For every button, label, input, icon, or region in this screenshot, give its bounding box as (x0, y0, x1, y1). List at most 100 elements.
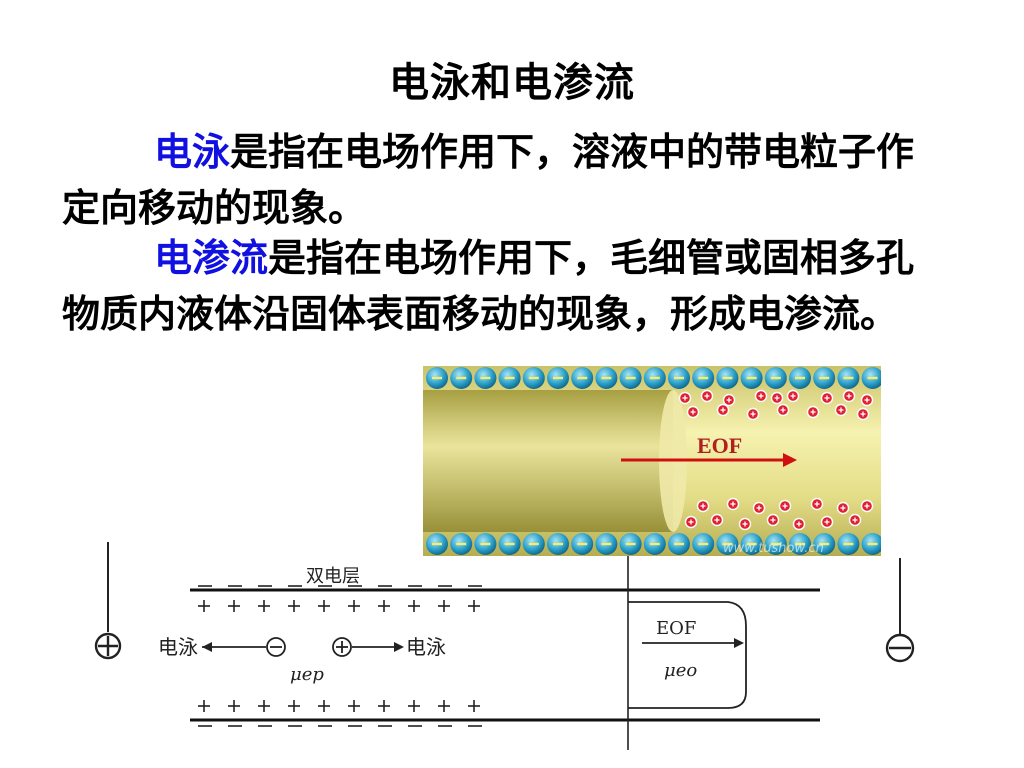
plus-charge (288, 700, 300, 712)
wall-charge-bead (547, 367, 569, 389)
plus-charge (318, 600, 330, 612)
plus-charge (378, 600, 390, 612)
wall-charge-bead (450, 367, 473, 389)
wall-charge-bead (547, 533, 569, 555)
wall-charge-bead (789, 367, 811, 389)
plus-charge (408, 700, 420, 712)
cation-dot (834, 403, 848, 417)
wall-charge-bead (619, 367, 642, 389)
cation-dot (686, 405, 700, 419)
term-electrophoresis: 电泳 (154, 130, 231, 174)
cation-dot (820, 515, 834, 529)
paragraph-electrophoresis: 电泳是指在电场作用下，溶液中的带电粒子作定向移动的现象。 (62, 124, 942, 236)
wall-charge-bead (716, 533, 739, 555)
watermark: www.tushow.cn (723, 541, 824, 556)
cation-icon (332, 637, 352, 657)
plus-charge (258, 600, 270, 612)
mu-ep-label: μep (290, 664, 324, 685)
page-title: 电泳和电渗流 (389, 60, 635, 106)
wall-charge-bead (692, 367, 715, 389)
wall-charge-bead (789, 533, 811, 555)
plus-charge (228, 600, 240, 612)
plus-charge (378, 700, 390, 712)
wall-charge-bead (522, 367, 545, 389)
right-electrophoresis-label: 电泳 (406, 635, 446, 659)
wall-charge-bead (498, 533, 521, 555)
wall-charge-bead (498, 367, 521, 389)
cation-dot (754, 389, 768, 403)
cation-dot (770, 391, 784, 405)
cation-dot (700, 389, 714, 403)
left-electrophoresis-label: 电泳 (158, 635, 198, 659)
cation-dot (696, 499, 710, 513)
plus-charge (318, 700, 330, 712)
plus-charge (348, 700, 360, 712)
wall-charge-bead (740, 367, 763, 389)
plus-charge (468, 700, 480, 712)
cations (678, 389, 874, 531)
capillary-tube-figure: EOF www.tushow.cn (423, 366, 881, 556)
wall-charge-bead (643, 533, 666, 555)
wall-charge-bead (813, 533, 836, 555)
plus-charge (228, 700, 240, 712)
wall-charge-bead (837, 367, 860, 389)
plus-charge (438, 600, 450, 612)
plus-charge (468, 600, 480, 612)
term-electroosmotic-flow: 电渗流 (154, 236, 269, 280)
plus-circle-icon (94, 632, 122, 660)
cation-dot (860, 499, 874, 513)
wall-charge-bead (619, 533, 642, 555)
cation-dot (722, 393, 736, 407)
wall-charge-bead (643, 367, 666, 389)
wall-charge-bead (716, 367, 739, 389)
wall-charge-bead (450, 533, 473, 555)
top-positive-charges (198, 600, 480, 612)
cation-dot (820, 391, 834, 405)
wall-charge-bead (426, 533, 448, 555)
plus-charge (198, 700, 210, 712)
cation-dot (860, 393, 874, 407)
cation-dot (766, 513, 780, 527)
paragraph-electroosmotic-flow: 电渗流是指在电场作用下，毛细管或固相多孔物质内液体沿固体表面移动的现象，形成电渗… (62, 230, 942, 342)
wall-charge-bead (837, 533, 860, 555)
plus-charge (198, 600, 210, 612)
plus-charge (348, 600, 360, 612)
cation-dot (726, 497, 740, 511)
cation-dot (752, 501, 766, 515)
cation-dot (678, 391, 692, 405)
plus-charge (288, 600, 300, 612)
cation-dot (710, 513, 724, 527)
cation-dot (776, 403, 790, 417)
wall-charge-bead (813, 367, 836, 389)
eof-plug-outline (628, 601, 747, 709)
definition-electroosmotic-flow: 是指在电场作用下，毛细管或固相多孔物质内液体沿固体表面移动的现象，形成电渗流。 (62, 236, 915, 336)
cation-dot (684, 515, 698, 529)
plus-charge (438, 700, 450, 712)
wall-charge-bead (861, 533, 881, 555)
cation-dot (738, 517, 752, 531)
definition-electrophoresis: 是指在电场作用下，溶液中的带电粒子作定向移动的现象。 (62, 130, 915, 230)
plus-charge (258, 700, 270, 712)
wall-charge-bead (426, 367, 448, 389)
bottom-wall-beads (426, 533, 881, 555)
plus-charge (408, 600, 420, 612)
eof-arrow-head (783, 453, 797, 467)
cation-dot (792, 517, 806, 531)
wall-charge-bead (595, 533, 618, 555)
cation-dot (746, 407, 760, 421)
wall-charge-bead (571, 367, 594, 389)
wall-charge-bead (764, 533, 787, 555)
cation-dot (716, 403, 730, 417)
cation-dot (806, 405, 820, 419)
wall-charge-bead (595, 367, 618, 389)
wall-charge-bead (571, 533, 594, 555)
wall-charge-bead (474, 367, 497, 389)
bottom-positive-charges (198, 700, 480, 712)
sketch-eof-label: EOF (656, 618, 696, 639)
wall-charge-bead (740, 533, 763, 555)
cation-dot (848, 513, 862, 527)
wall-charge-bead (692, 533, 715, 555)
wall-charge-bead (861, 367, 881, 389)
wall-charge-bead (668, 367, 690, 389)
top-wall-beads (426, 367, 881, 389)
